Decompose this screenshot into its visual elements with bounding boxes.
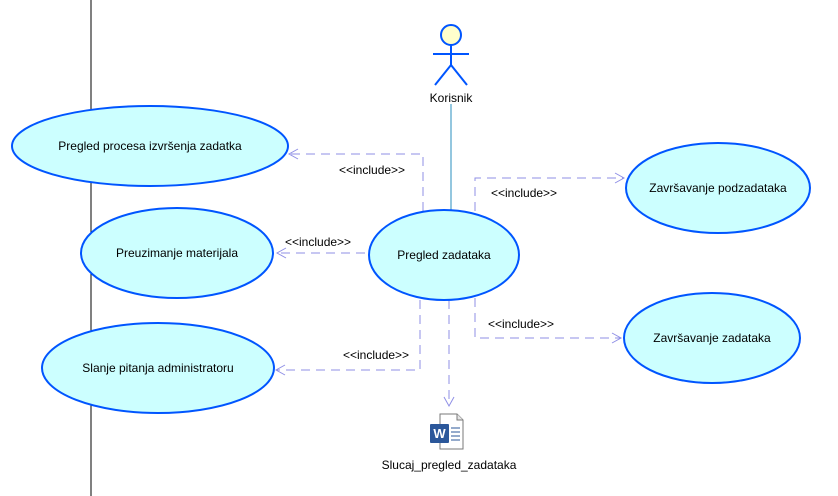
include-arrowhead xyxy=(611,332,623,344)
include-arrowhead xyxy=(287,148,299,160)
stick-figure-actor-icon xyxy=(433,24,469,86)
use-case-label: Završavanje zadataka xyxy=(653,331,771,345)
use-case-zavrsavanje-podzadataka[interactable]: Završavanje podzadataka xyxy=(625,142,811,234)
include-relation-preuzimanje[interactable]: <<include>> xyxy=(275,235,365,259)
word-document-icon: W xyxy=(430,413,464,450)
include-relation-pregled-procesa[interactable]: <<include>> xyxy=(287,148,424,211)
use-case-pregled-zadataka[interactable]: Pregled zadataka xyxy=(368,209,520,301)
document-artifact[interactable]: W Slucaj_pregled_zadataka xyxy=(382,413,517,472)
use-case-label: Pregled procesa izvršenja zadatka xyxy=(58,139,242,153)
use-case-label: Završavanje podzadataka xyxy=(649,181,787,195)
include-label: <<include>> xyxy=(285,235,351,249)
use-case-ellipse xyxy=(625,142,811,234)
include-relation-zavrsavanje-zadataka[interactable]: <<include>> xyxy=(474,298,623,344)
include-relation-slanje[interactable]: <<include>> xyxy=(274,300,421,376)
word-icon-letter: W xyxy=(433,426,446,441)
use-case-ellipse xyxy=(41,322,275,414)
use-case-label: Preuzimanje materijala xyxy=(116,246,238,260)
include-label: <<include>> xyxy=(491,186,557,200)
actor-korisnik[interactable]: Korisnik xyxy=(430,24,474,105)
include-label: <<include>> xyxy=(339,163,405,177)
include-label: <<include>> xyxy=(343,348,409,362)
include-arrowhead xyxy=(274,364,286,376)
use-case-ellipse xyxy=(623,292,801,384)
use-case-slanje[interactable]: Slanje pitanja administratoru xyxy=(41,322,275,414)
include-relation-zavrsavanje-podzadataka[interactable]: <<include>> xyxy=(474,172,626,211)
include-arrowhead xyxy=(275,247,287,259)
dependency-to-document[interactable] xyxy=(443,300,455,408)
use-case-label: Slanje pitanja administratoru xyxy=(82,361,233,375)
use-case-label: Pregled zadataka xyxy=(397,248,491,262)
include-line xyxy=(276,300,421,371)
use-case-preuzimanje[interactable]: Preuzimanje materijala xyxy=(80,207,274,299)
include-arrowhead xyxy=(614,172,626,184)
document-label: Slucaj_pregled_zadataka xyxy=(382,458,517,472)
use-case-ellipse xyxy=(11,105,289,187)
use-case-ellipse xyxy=(368,209,520,301)
use-case-pregled-procesa[interactable]: Pregled procesa izvršenja zadatka xyxy=(11,105,289,187)
use-case-zavrsavanje-zadataka[interactable]: Završavanje zadataka xyxy=(623,292,801,384)
dependency-arrowhead xyxy=(443,396,455,408)
include-label: <<include>> xyxy=(488,317,554,331)
include-line xyxy=(474,177,624,211)
include-line xyxy=(474,298,621,339)
actor-label: Korisnik xyxy=(430,91,474,105)
include-line xyxy=(289,153,424,211)
use-case-ellipse xyxy=(80,207,274,299)
